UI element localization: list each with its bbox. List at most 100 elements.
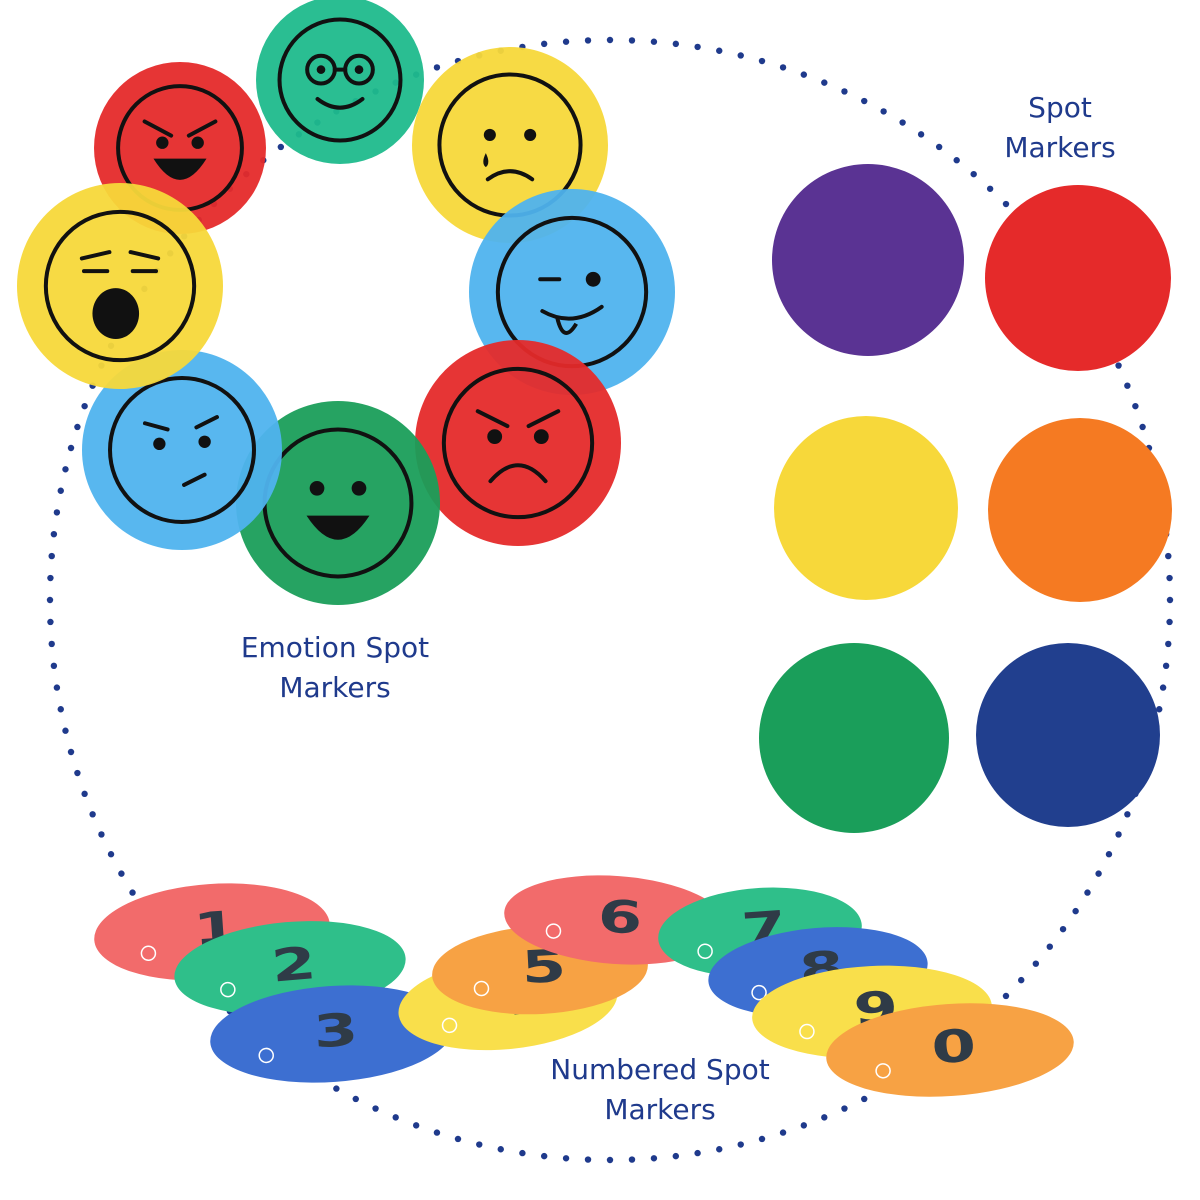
emotion-marker-glasses-smile	[256, 0, 424, 164]
ring-dot	[880, 108, 887, 115]
ring-dot	[1124, 382, 1131, 389]
numbered-marker-disc	[826, 1003, 1074, 1097]
ring-dot	[50, 662, 58, 670]
ring-dot	[1072, 907, 1079, 915]
numbered-marker-disc	[210, 985, 454, 1083]
numbered-spot-markers-label: Numbered Spot Markers	[520, 1050, 800, 1130]
spot-marker-navy	[976, 643, 1160, 827]
ring-dot	[372, 1105, 379, 1112]
ring-dot	[953, 157, 960, 164]
brand-logo-icon	[473, 980, 490, 997]
ring-dot	[81, 402, 88, 410]
ring-dot	[1162, 662, 1170, 670]
ring-dot	[1002, 992, 1010, 1000]
ring-dot	[46, 596, 54, 604]
ring-dot	[694, 43, 701, 51]
emotion-spot-markers-label: Emotion Spot Markers	[215, 628, 455, 708]
ring-dot	[98, 831, 105, 838]
face-eye	[585, 271, 601, 287]
ring-dot	[1165, 552, 1172, 560]
ring-dot	[50, 530, 58, 538]
ring-dot	[48, 552, 55, 560]
face-eye	[198, 435, 211, 448]
ring-dot	[412, 1122, 420, 1129]
ring-dot	[53, 684, 61, 691]
ring-dot	[74, 769, 81, 777]
ring-dot	[606, 36, 614, 44]
ring-dot	[606, 1156, 614, 1164]
emotion-spot-markers-group	[17, 0, 675, 605]
numbered-marker-number: 2	[269, 937, 318, 993]
ring-dot	[694, 1149, 701, 1157]
ring-dot	[1165, 640, 1172, 648]
spot-marker-yellow	[774, 416, 958, 600]
face-feature	[485, 169, 535, 182]
face-eye	[533, 429, 549, 445]
ring-dot	[800, 1122, 808, 1129]
ring-dot	[476, 1141, 483, 1148]
ring-dot	[737, 1141, 744, 1148]
ring-dot	[1124, 811, 1131, 818]
ring-dot	[1139, 423, 1146, 431]
ring-dot	[672, 40, 680, 48]
emotion-marker-disc	[17, 183, 223, 389]
ring-dot	[584, 37, 592, 44]
ring-dot	[454, 1135, 462, 1143]
spot-marker-orange	[988, 418, 1172, 602]
emotion-label-line2: Markers	[279, 671, 391, 704]
ring-dot	[628, 1156, 636, 1163]
spot-markers-label-line1: Spot	[1028, 91, 1092, 124]
face-eye	[316, 65, 326, 74]
emotion-marker-yawning-tired	[17, 183, 223, 389]
face-outline	[108, 376, 256, 524]
ring-dot	[57, 706, 64, 713]
face-mouth	[92, 288, 140, 339]
ring-dot	[540, 1152, 548, 1160]
ring-dot	[352, 1095, 359, 1103]
tear-icon	[483, 153, 489, 168]
numbered-marker-number: 0	[930, 1020, 978, 1075]
face-feature	[540, 304, 604, 321]
ring-dot	[861, 1095, 868, 1103]
ring-dot	[758, 57, 766, 65]
ring-dot	[1166, 618, 1173, 626]
emotion-marker-angry-frown	[415, 340, 621, 546]
face-eye	[351, 480, 367, 496]
brand-logo-icon	[220, 981, 236, 998]
face-feature	[488, 463, 548, 484]
ring-dot	[433, 64, 441, 71]
spot-marker-red	[985, 185, 1171, 371]
emotion-label-line1: Emotion Spot	[240, 631, 430, 664]
emotion-marker-worried-unsure	[82, 350, 282, 550]
emotion-marker-disc	[415, 340, 621, 546]
face-feature	[315, 97, 365, 110]
numbered-marker-number: 3	[312, 1004, 360, 1059]
ring-dot	[433, 1129, 441, 1136]
ring-dot	[861, 97, 868, 105]
ring-dot	[800, 71, 808, 78]
face-eye	[309, 480, 325, 496]
brand-logo-icon	[441, 1017, 458, 1034]
ring-dot	[81, 790, 88, 798]
ring-dot	[1002, 200, 1010, 208]
face-feature	[475, 409, 561, 429]
brand-logo-icon	[697, 943, 713, 960]
ring-dot	[716, 1146, 723, 1153]
face-eye	[354, 65, 364, 74]
ring-dot	[333, 1085, 340, 1092]
ring-dot	[821, 79, 828, 86]
brand-logo-icon	[140, 945, 157, 962]
emotion-marker-happy-open-mouth	[236, 401, 440, 605]
ring-dot	[562, 38, 570, 45]
ring-dot	[89, 811, 96, 818]
ring-dot	[62, 727, 69, 734]
face-eye	[191, 136, 204, 149]
ring-dot	[584, 1156, 592, 1163]
face-mouth	[306, 515, 370, 540]
brand-logo-icon	[751, 984, 767, 1001]
ring-dot	[1115, 831, 1122, 838]
brand-logo-icon	[799, 1023, 815, 1040]
numbered-spot-markers-group: 1234567890	[94, 875, 1074, 1097]
ring-dot	[737, 52, 744, 59]
ring-dot	[562, 1155, 570, 1162]
